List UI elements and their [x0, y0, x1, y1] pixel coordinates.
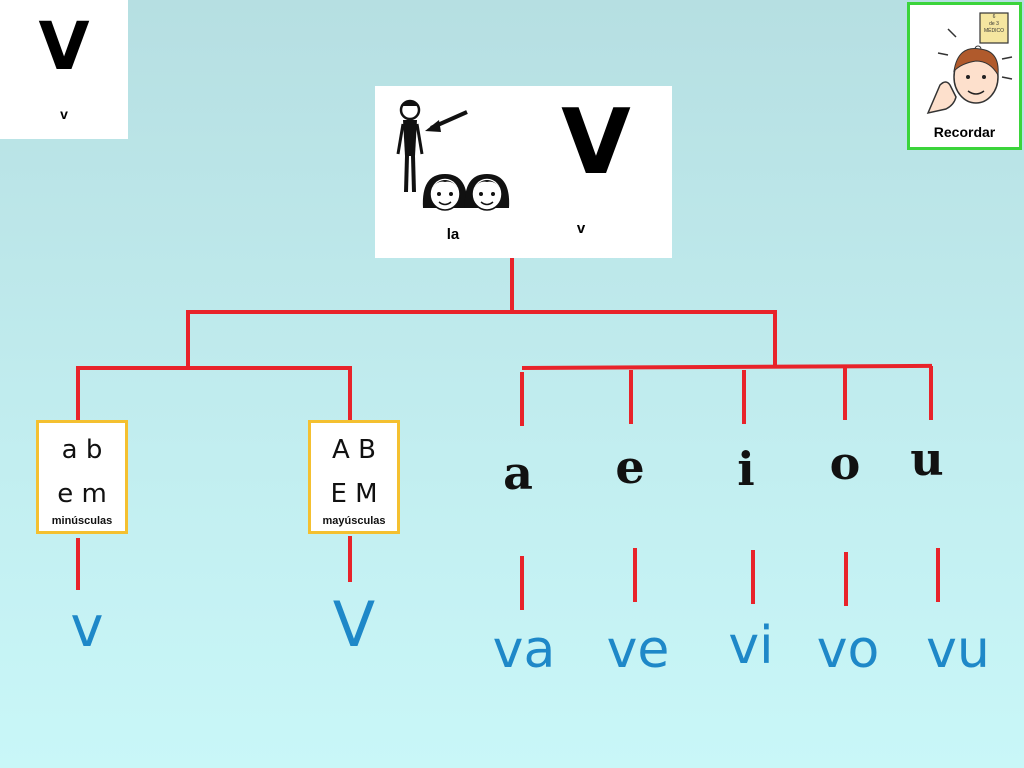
recordar-label: Recordar	[933, 124, 996, 140]
connector-line	[520, 372, 524, 426]
connector-line	[186, 310, 776, 314]
corner-letter-caption: v	[60, 106, 68, 122]
connector-line	[773, 310, 777, 368]
header-card: la V v	[375, 86, 672, 258]
connector-line	[348, 536, 352, 582]
connector-line	[520, 556, 524, 610]
article-caption: la	[446, 226, 460, 243]
corner-letter: V	[38, 8, 90, 85]
connector-line	[348, 366, 352, 420]
connector-line	[76, 538, 80, 590]
connector-line	[844, 552, 848, 606]
syllable: vi	[728, 616, 774, 676]
header-letter: V	[561, 90, 631, 195]
syllable: ve	[606, 620, 670, 680]
uppercase-result: V	[332, 588, 376, 661]
connector-line	[929, 366, 933, 420]
corner-letter-card: V v	[0, 0, 128, 139]
connector-line	[510, 258, 514, 312]
recordar-note-line: MÉDICO	[984, 28, 1004, 34]
connector-line	[751, 550, 755, 604]
minusculas-card: a b e m minúsculas	[36, 420, 128, 534]
mayusculas-row: A B	[332, 435, 376, 465]
recordar-note-line: de 3	[989, 21, 999, 27]
syllable: vo	[816, 620, 880, 680]
minusculas-label: minúsculas	[51, 515, 113, 527]
connector-line	[633, 548, 637, 602]
thinking-person-icon	[926, 12, 1013, 115]
vowel: u	[910, 432, 944, 486]
mayusculas-card: A B E M mayúsculas	[308, 420, 400, 534]
connector-line	[742, 370, 746, 424]
recordar-note: 6 de 3 MÉDICO	[980, 14, 1008, 35]
connector-line	[629, 370, 633, 424]
vowel: o	[829, 436, 861, 490]
connector-line	[186, 310, 190, 368]
pointing-woman-icon	[396, 99, 510, 211]
connector-line	[521, 363, 933, 370]
connector-line	[936, 548, 940, 602]
vowel: e	[615, 440, 645, 494]
recordar-card[interactable]: 6 de 3 MÉDICO Recordar	[907, 2, 1022, 150]
vowel: i	[737, 442, 755, 496]
minusculas-row: a b	[61, 435, 103, 465]
connector-line	[76, 366, 80, 420]
connector-line	[843, 368, 847, 420]
lowercase-result: v	[70, 595, 104, 660]
minusculas-row: e m	[57, 479, 107, 509]
connector-line	[76, 366, 352, 370]
mayusculas-row: E M	[330, 479, 378, 509]
mayusculas-label: mayúsculas	[322, 515, 386, 527]
vowel: a	[503, 446, 533, 500]
header-letter-caption: v	[576, 220, 586, 237]
syllable: vu	[926, 620, 990, 680]
recordar-note-line: 6	[992, 14, 996, 20]
syllable: va	[492, 620, 556, 680]
